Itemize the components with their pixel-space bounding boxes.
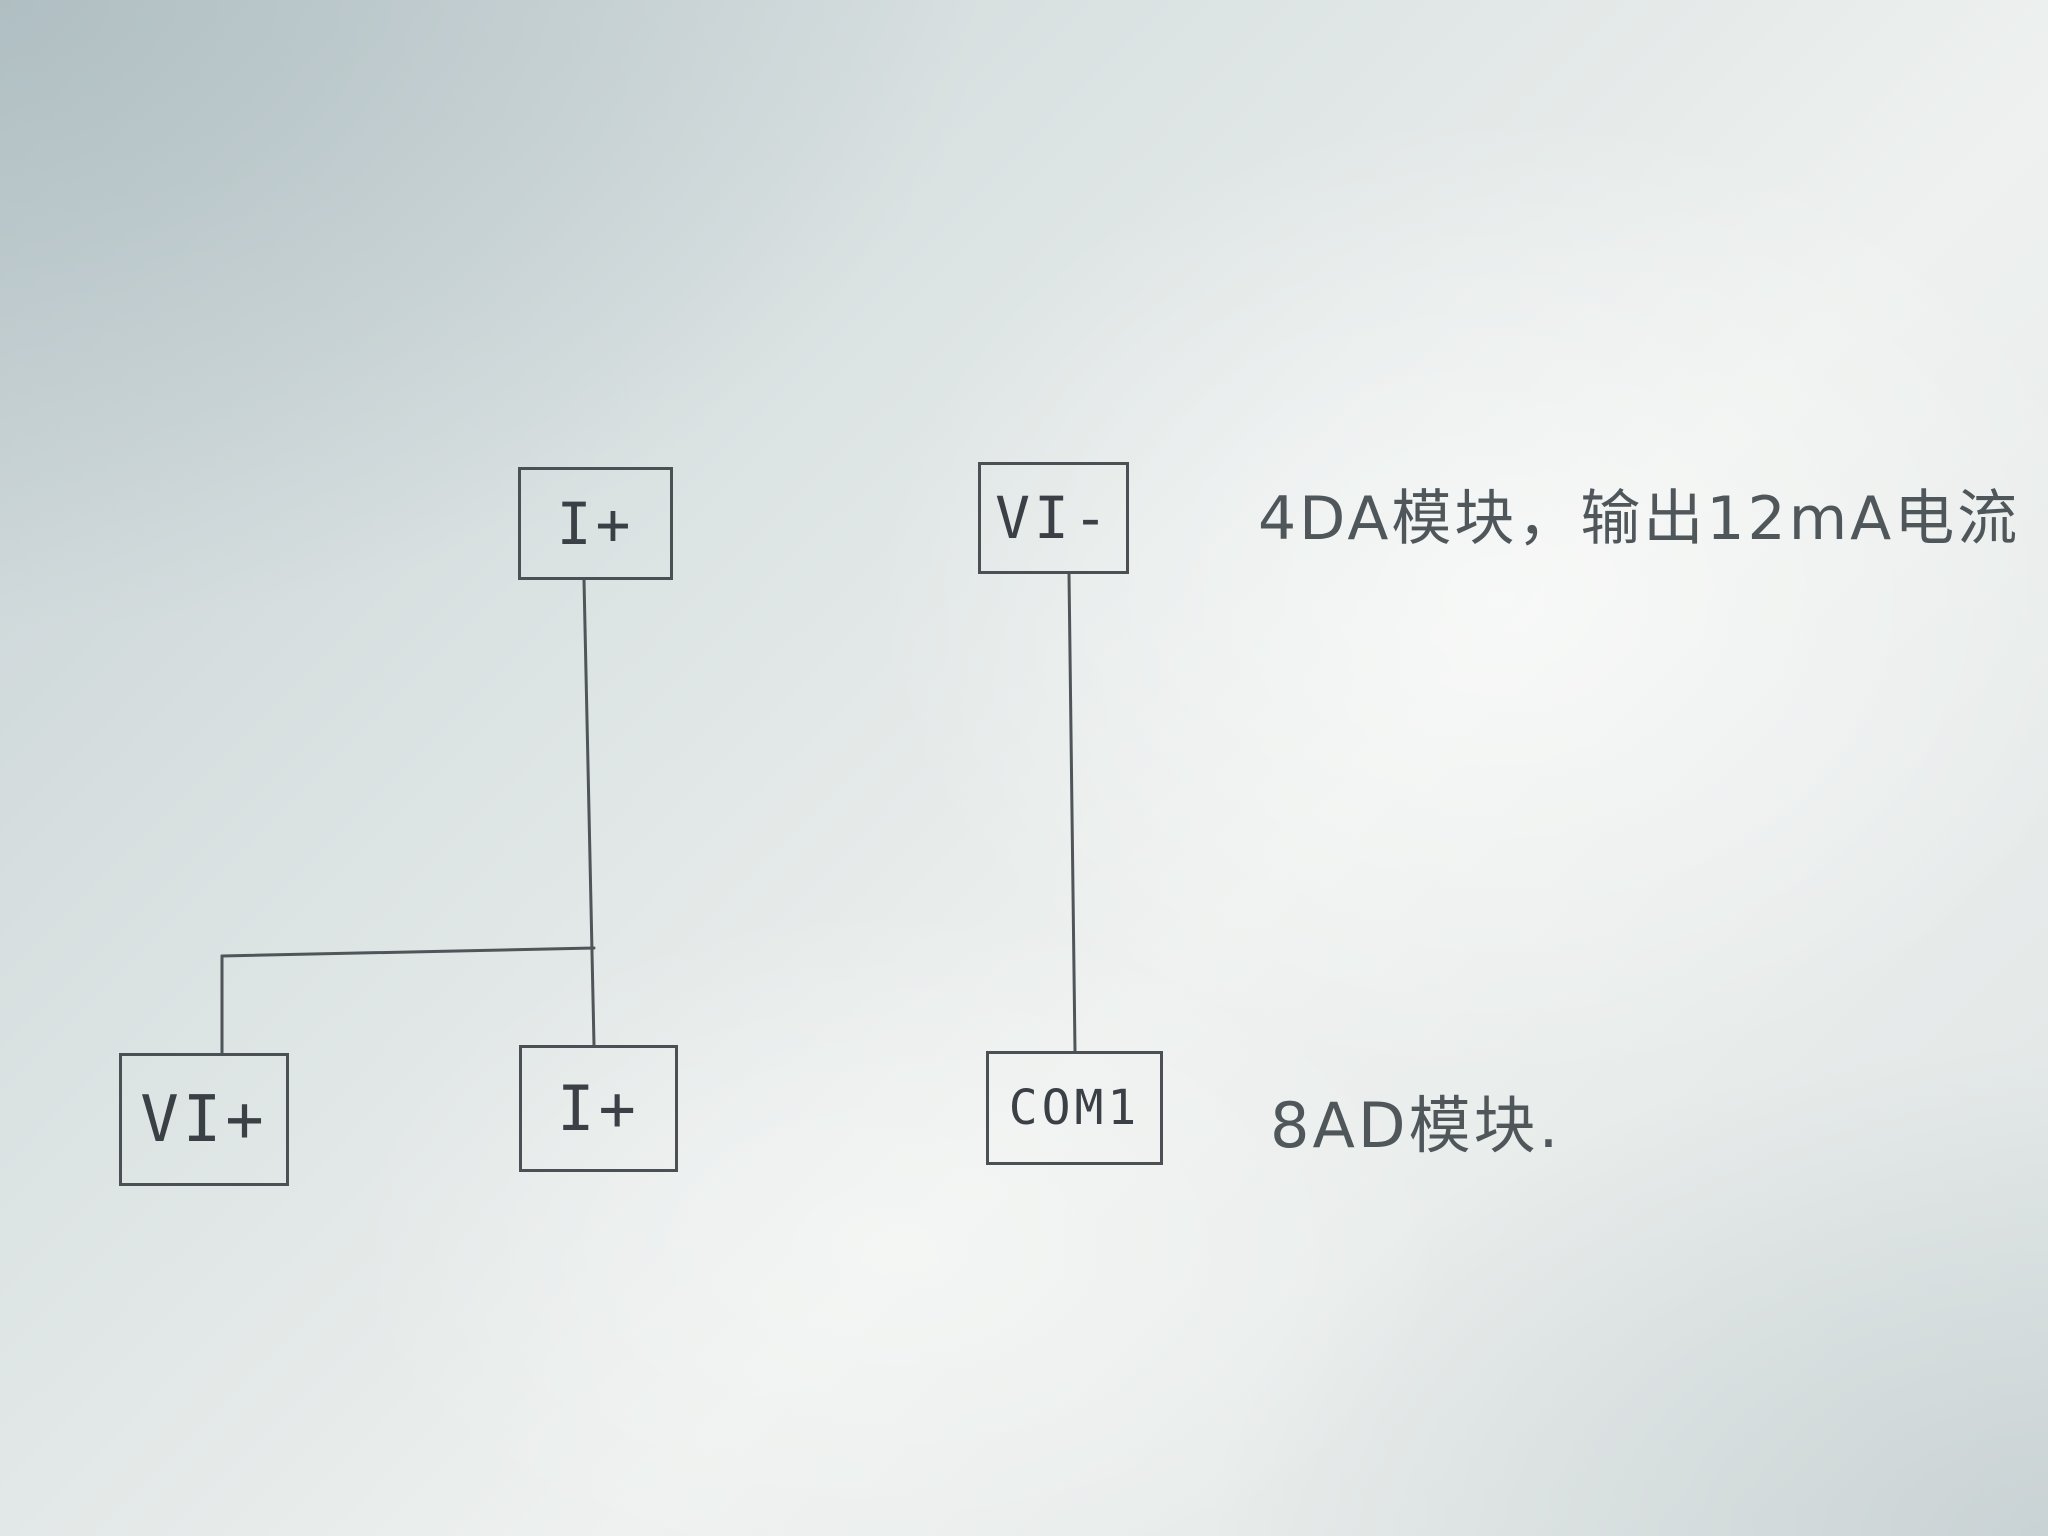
da-terminal-i-plus-label: I+ bbox=[556, 489, 635, 558]
ad-terminal-i-plus-label: I+ bbox=[557, 1072, 640, 1145]
ad-terminal-vi-plus: VI+ bbox=[119, 1053, 289, 1186]
ad-module-note: 8AD模块. bbox=[1270, 1089, 1562, 1162]
wire-da-vi-minus-to-com1 bbox=[1067, 572, 1077, 1053]
ad-terminal-com1-label: COM1 bbox=[1008, 1080, 1141, 1136]
ad-terminal-i-plus: I+ bbox=[519, 1045, 678, 1172]
ad-terminal-com1: COM1 bbox=[986, 1051, 1163, 1165]
wire-da-i-plus-down bbox=[582, 578, 596, 1047]
da-module-note: 4DA模块，输出12mA电流 bbox=[1258, 484, 2021, 554]
ad-terminal-vi-plus-label: VI+ bbox=[140, 1082, 268, 1157]
da-terminal-i-plus: I+ bbox=[518, 467, 673, 580]
wire-branch-horizontal bbox=[220, 946, 596, 958]
da-terminal-vi-minus: VI- bbox=[978, 462, 1129, 574]
da-terminal-vi-minus-label: VI- bbox=[995, 484, 1112, 552]
